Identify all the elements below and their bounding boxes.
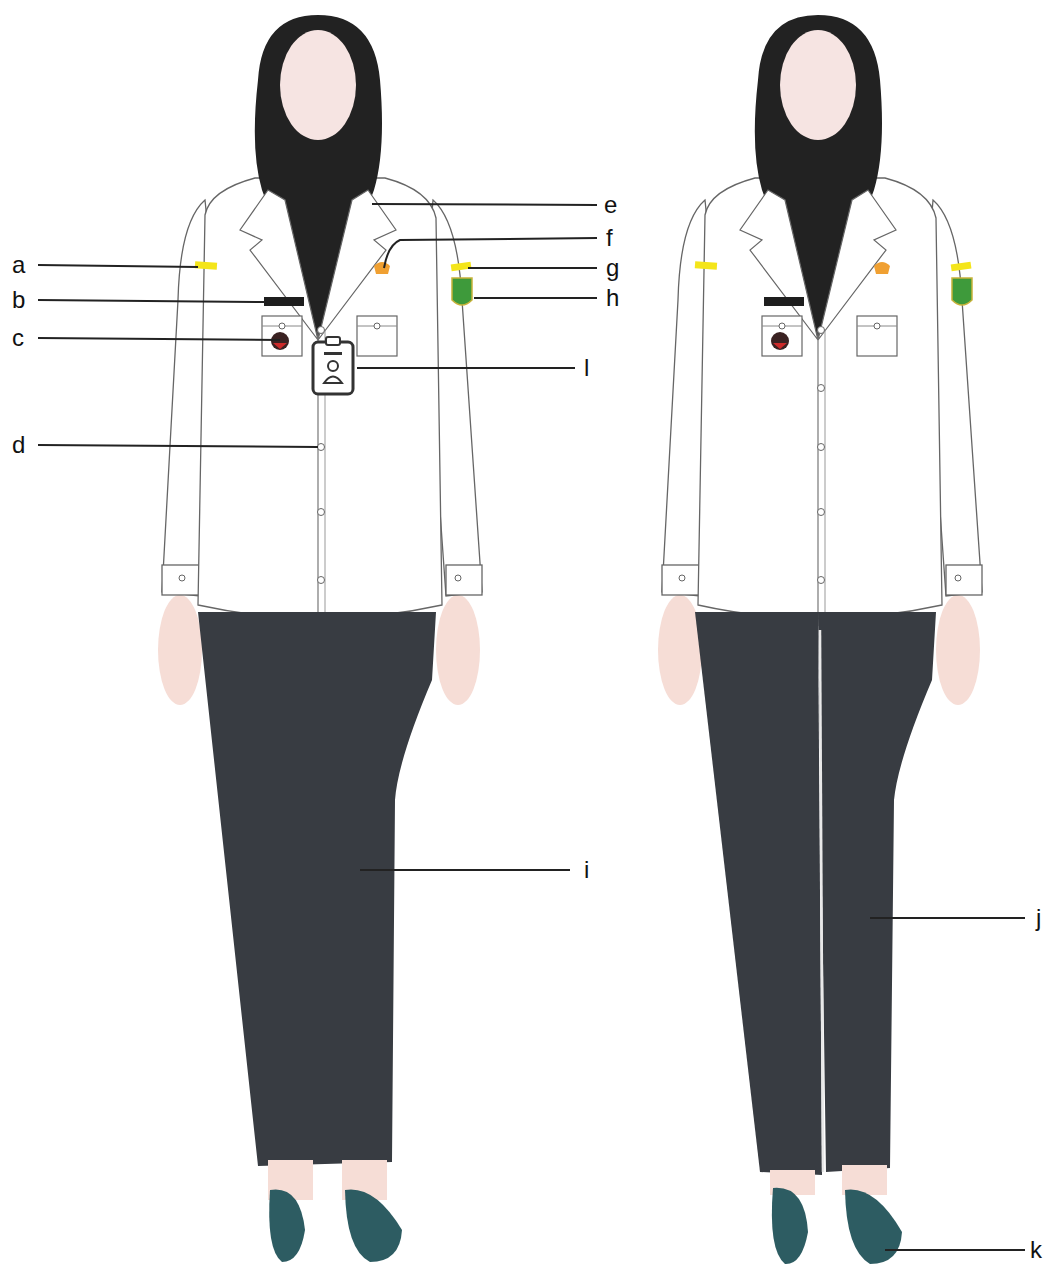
figure-pants — [658, 15, 982, 1264]
shoe — [772, 1188, 808, 1264]
shoe — [845, 1190, 902, 1264]
callout-letter: f — [606, 226, 613, 250]
callout-letter: g — [606, 256, 619, 280]
callout-letter: h — [606, 286, 619, 310]
callout-letter: a — [12, 253, 25, 277]
shoe — [269, 1190, 305, 1263]
id-card — [313, 342, 353, 394]
callout-letter: e — [604, 193, 617, 217]
figure-skirt — [158, 15, 482, 1262]
callout-letter: l — [584, 356, 589, 380]
trousers — [818, 612, 936, 1172]
trousers — [695, 612, 822, 1175]
leader-lines — [38, 204, 1025, 1250]
shoe — [345, 1190, 402, 1263]
callout-letter: c — [12, 326, 24, 350]
skirt — [198, 612, 436, 1166]
callout-letter: d — [12, 433, 25, 457]
callout-letter: j — [1036, 906, 1041, 930]
callout-letter: b — [12, 288, 25, 312]
callout-letter: i — [584, 858, 589, 882]
callout-letter: k — [1030, 1238, 1042, 1262]
